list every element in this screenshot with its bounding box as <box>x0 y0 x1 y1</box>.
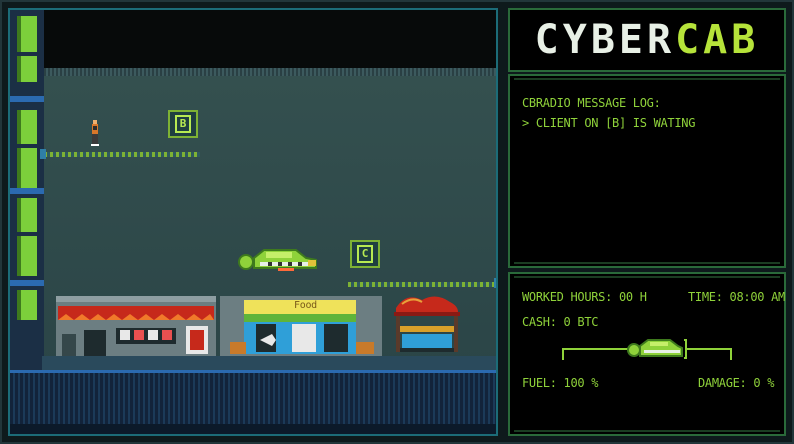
street <box>10 370 496 434</box>
panel-trim <box>514 276 780 278</box>
building-window <box>17 198 37 232</box>
panel-trim <box>514 262 780 264</box>
gauge-left-tick <box>562 348 564 360</box>
cybercab-player[interactable] <box>238 246 320 274</box>
shop-food <box>220 296 382 356</box>
gauge-right-tick <box>730 348 732 360</box>
stand-c-label: C <box>356 245 374 263</box>
panel-trim <box>514 430 780 432</box>
stand-c-sign: C <box>350 240 380 268</box>
logo-panel: CYBERCAB <box>508 8 786 72</box>
food-sign-text: Food <box>294 300 317 311</box>
game-viewport[interactable]: B C <box>8 8 498 436</box>
street-edge <box>10 424 496 434</box>
time-readout: TIME: 08:00 AM <box>688 290 785 304</box>
logo-cyber: CYBER <box>534 17 676 63</box>
damage-gauge-line <box>686 348 732 350</box>
message-log-panel: CBRADIO MESSAGE LOG: > CLIENT ON [B] IS … <box>508 74 786 268</box>
cab-status-icon <box>627 339 687 359</box>
shop-restaurant <box>56 296 216 356</box>
building-window <box>17 56 37 82</box>
panel-trim <box>514 78 780 80</box>
ceiling-trim <box>42 68 496 76</box>
left-building <box>10 10 44 434</box>
shop-dragon-stall <box>394 296 460 352</box>
building-window <box>17 110 37 144</box>
stand-b-sign: B <box>168 110 198 138</box>
building-ledge <box>10 188 44 194</box>
building-window <box>17 16 37 52</box>
worked-hours-readout: WORKED HOURS: 00 H <box>522 290 647 304</box>
building-ledge <box>10 280 44 286</box>
platform-c[interactable] <box>348 282 496 287</box>
fuel-gauge-line <box>562 348 628 350</box>
platform-b[interactable] <box>44 152 200 157</box>
stats-panel: WORKED HOURS: 00 H TIME: 08:00 AM CASH: … <box>508 272 786 436</box>
cash-readout: CASH: 0 BTC <box>522 315 599 329</box>
damage-readout: DAMAGE: 0 % <box>698 376 775 390</box>
building-window <box>17 148 37 188</box>
stand-b-label: B <box>174 115 192 133</box>
platform-b-support <box>40 149 46 159</box>
passenger-sprite[interactable] <box>90 120 100 148</box>
game-logo: CYBERCAB <box>510 18 784 62</box>
log-title: CBRADIO MESSAGE LOG: <box>522 96 661 110</box>
logo-cab: CAB <box>675 17 760 63</box>
building-window <box>17 290 37 320</box>
ceiling <box>42 10 496 68</box>
fuel-readout: FUEL: 100 % <box>522 376 599 390</box>
building-window <box>17 236 37 276</box>
building-ledge <box>10 96 44 102</box>
sidewalk <box>42 356 496 370</box>
log-message: > CLIENT ON [B] IS WATING <box>522 116 696 130</box>
platform-c-support <box>494 278 496 288</box>
